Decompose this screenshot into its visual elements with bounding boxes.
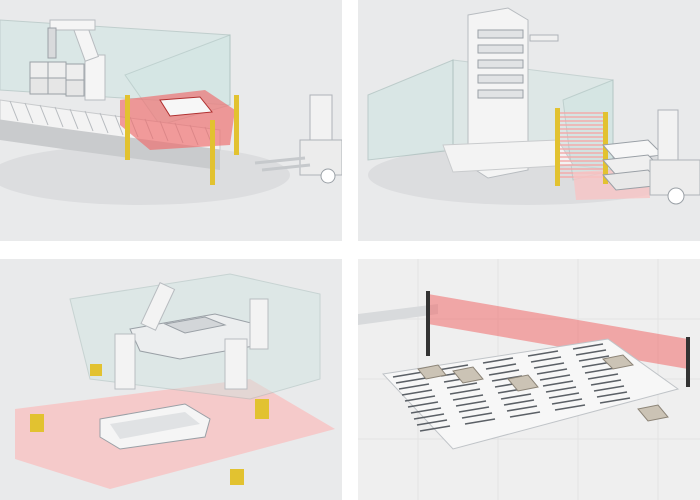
boxes-on-rollers <box>417 354 669 422</box>
roller <box>542 380 574 387</box>
roller <box>114 114 124 136</box>
roller <box>413 413 445 420</box>
roller <box>458 406 490 413</box>
forklift <box>254 94 342 184</box>
conveyor-side <box>0 120 220 170</box>
guide-rail <box>358 304 438 325</box>
industrial-robot-arm <box>47 19 106 101</box>
pallet-stacker-tower <box>467 7 559 179</box>
pallet-stacker-cell-image <box>358 0 700 241</box>
roller <box>455 400 487 407</box>
roller <box>482 357 514 364</box>
roller <box>461 412 493 419</box>
roller <box>551 398 583 405</box>
roller <box>416 419 448 426</box>
roller <box>599 397 631 404</box>
light-curtain-posts <box>426 291 690 387</box>
roller <box>575 349 607 356</box>
roller <box>407 401 439 408</box>
roller <box>593 385 625 392</box>
roller-conveyor-curtain-image <box>358 259 700 500</box>
roller <box>24 102 34 124</box>
car-body-robot-cell-image <box>0 259 342 500</box>
roller <box>545 386 577 393</box>
roller <box>578 355 610 362</box>
palletizing-robot-cell-image <box>0 0 342 241</box>
roller <box>506 405 538 412</box>
light-curtain <box>558 110 606 178</box>
roller <box>401 389 433 396</box>
roller <box>536 368 568 375</box>
roller <box>410 407 442 414</box>
roller <box>488 369 520 376</box>
roller <box>84 110 94 132</box>
roller <box>449 388 481 395</box>
roller <box>452 394 484 401</box>
roller <box>69 108 79 130</box>
conveyor-scene <box>358 259 700 500</box>
roller <box>392 371 424 378</box>
roller <box>485 363 517 370</box>
roller <box>554 404 586 411</box>
roller <box>500 393 532 400</box>
roller <box>584 367 616 374</box>
boxes-on-conveyor <box>29 61 85 97</box>
roller <box>539 374 571 381</box>
roller <box>9 100 19 122</box>
roller <box>404 395 436 402</box>
roller <box>596 391 628 398</box>
roller <box>530 356 562 363</box>
roller <box>572 343 604 350</box>
roller <box>587 373 619 380</box>
roller-lanes <box>392 343 631 432</box>
roller <box>548 392 580 399</box>
roller <box>527 350 559 357</box>
car-hood-part <box>99 403 211 450</box>
roller <box>533 362 565 369</box>
roller <box>398 383 430 390</box>
forklift <box>649 109 700 205</box>
roller <box>464 418 496 425</box>
industrial-robots <box>114 282 269 390</box>
roller <box>99 112 109 134</box>
pallet <box>159 96 213 117</box>
roller <box>419 425 451 432</box>
roller <box>437 364 469 371</box>
roller <box>395 377 427 384</box>
stacker-scene <box>358 0 700 241</box>
roller <box>509 411 541 418</box>
light-curtain-posts <box>125 95 239 185</box>
palletizing-scene <box>0 0 342 241</box>
roller <box>54 106 64 128</box>
safety-markers <box>30 364 269 485</box>
roller <box>446 382 478 389</box>
roller <box>590 379 622 386</box>
car-cell-scene <box>0 259 342 500</box>
roller <box>503 399 535 406</box>
roller <box>39 104 49 126</box>
